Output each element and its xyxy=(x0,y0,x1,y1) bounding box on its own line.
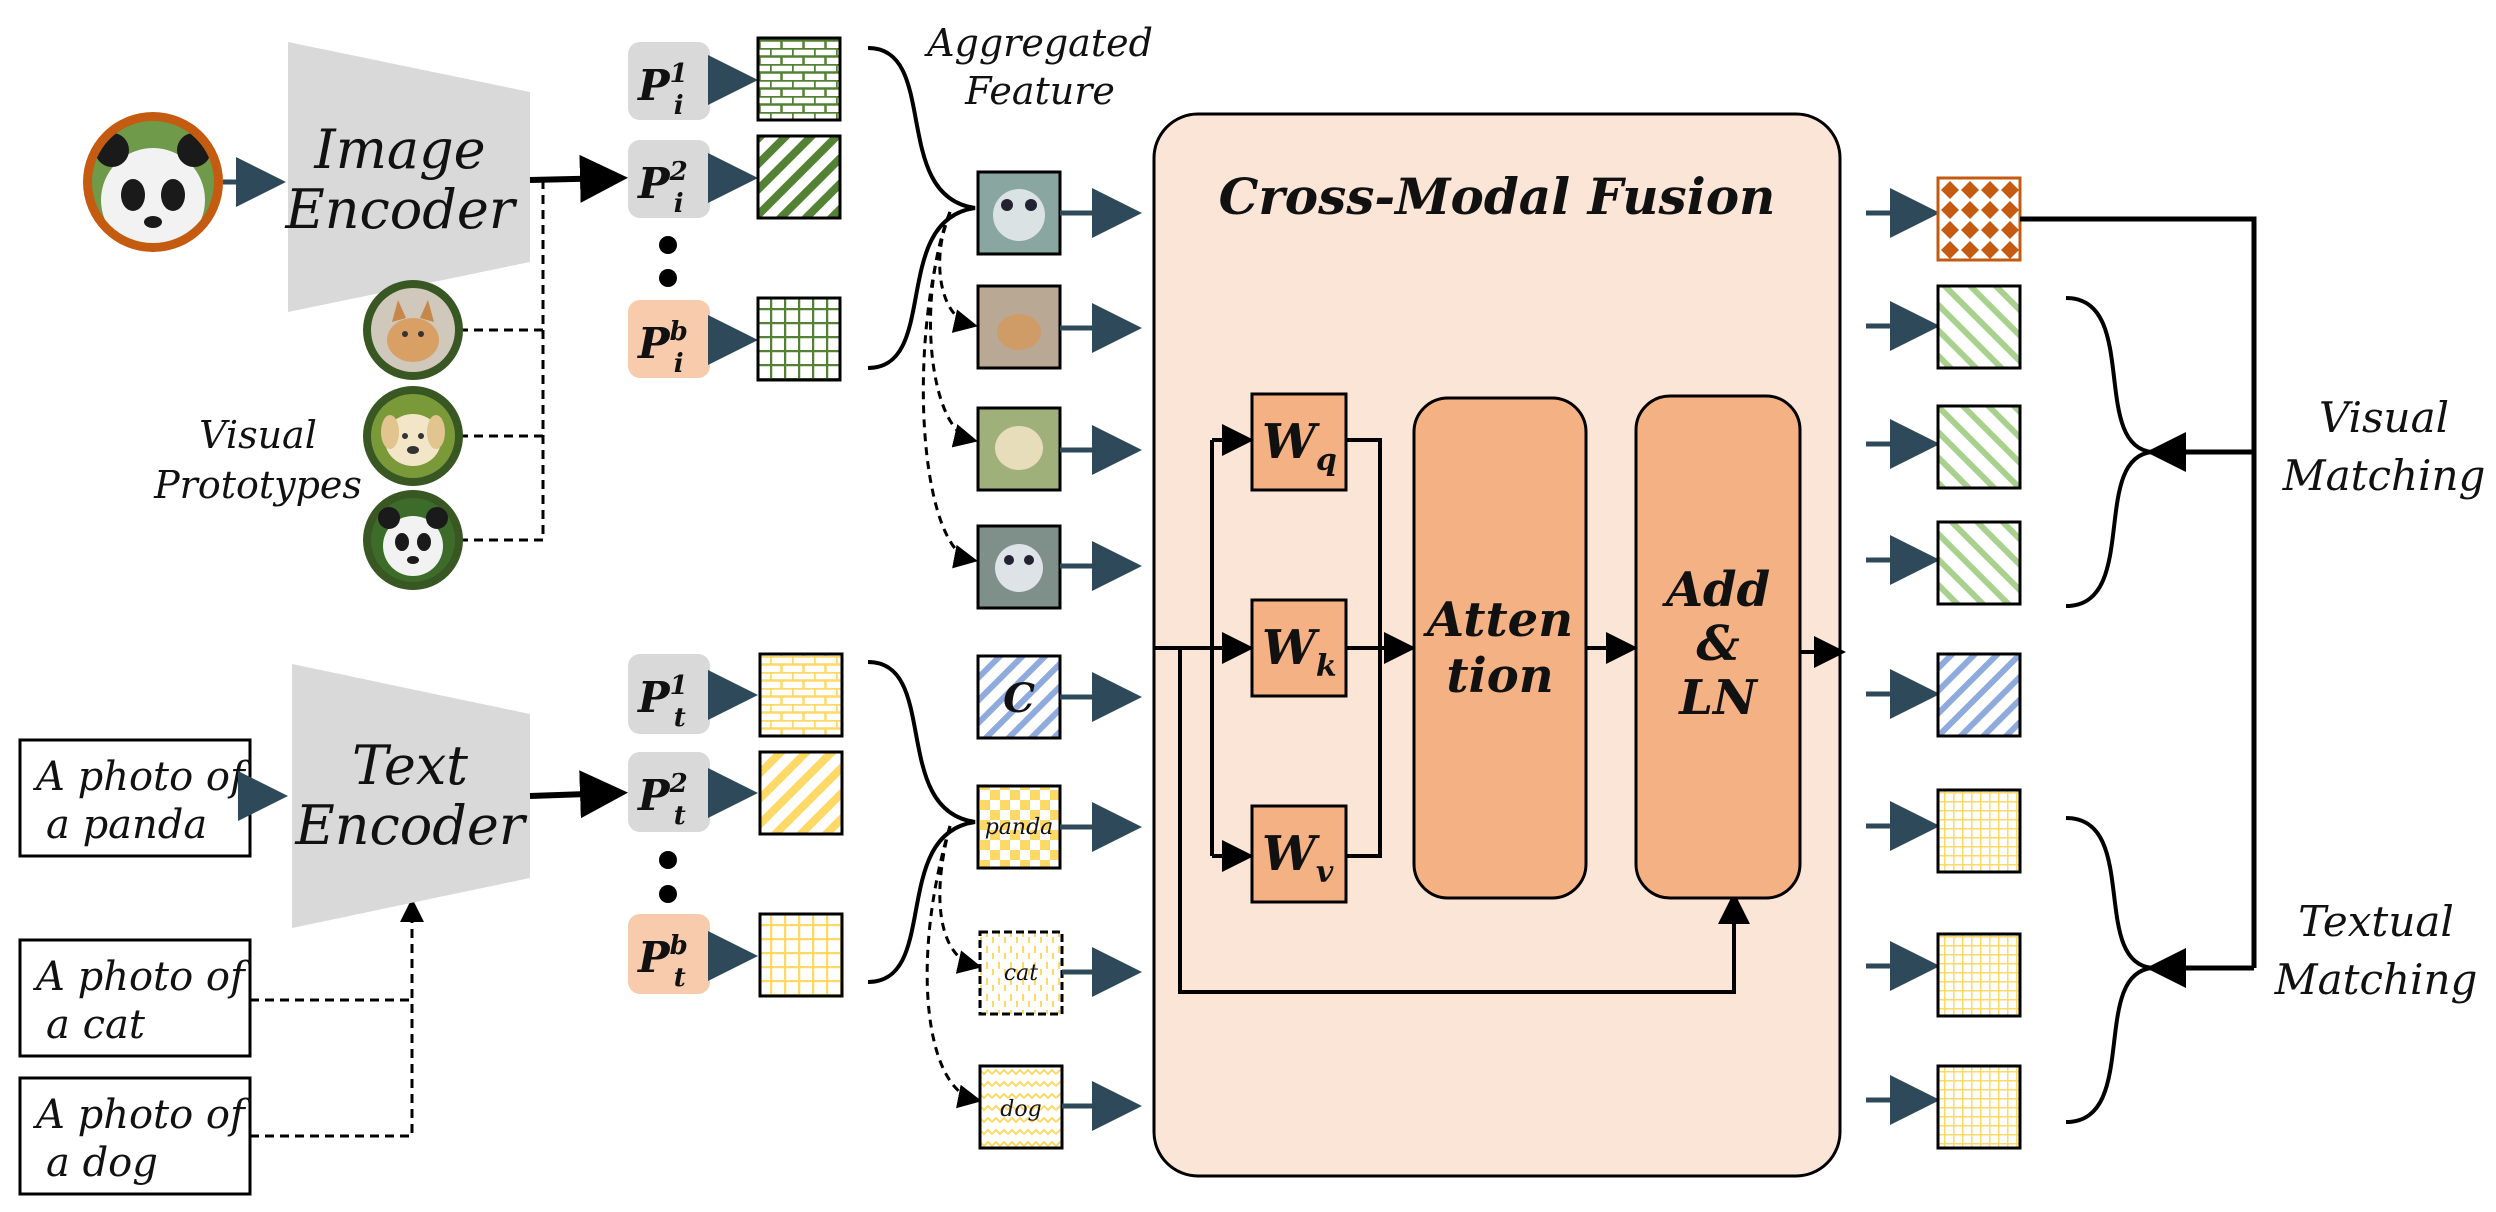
text-input-panda: A photo of a panda xyxy=(18,738,252,858)
aggregated-panda2-feature xyxy=(976,524,1062,610)
svg-text:Cross-Modal Fusion: Cross-Modal Fusion xyxy=(1219,167,1776,226)
svg-text:P2t: P2t xyxy=(637,769,688,831)
text-encoder-output-arrow xyxy=(529,770,628,819)
svg-text:Pbt: Pbt xyxy=(637,931,688,993)
svg-text:A photo of: A photo of xyxy=(32,1092,251,1138)
fusion-connections xyxy=(1154,424,1846,994)
add-ln-block: Add & LN xyxy=(1634,394,1802,900)
svg-text:LN: LN xyxy=(1677,670,1759,726)
aggregated-visual-arrows xyxy=(1060,188,1142,591)
svg-text:Wv: Wv xyxy=(1262,826,1334,890)
svg-text:P1t: P1t xyxy=(637,671,688,733)
image-prompt-features xyxy=(756,36,842,382)
text-aggregation-brace xyxy=(867,660,976,984)
image-aggregation-dashed-arrows xyxy=(921,211,978,569)
textual-matching-brace xyxy=(2065,816,2153,1124)
svg-text:Atten: Atten xyxy=(1423,592,1573,648)
wv-block: Wv xyxy=(1250,804,1348,904)
wq-block: Wq xyxy=(1250,392,1348,492)
wk-block: Wk xyxy=(1250,598,1348,698)
svg-text:tion: tion xyxy=(1446,648,1553,704)
text-input-cat: A photo of a cat xyxy=(18,938,252,1058)
svg-text:Aggregated: Aggregated xyxy=(924,21,1153,65)
svg-text:Text: Text xyxy=(352,734,468,797)
image-encoder-output-arrow xyxy=(529,154,628,203)
svg-text:a cat: a cat xyxy=(46,1002,146,1048)
text-aggregation-dashed-arrows xyxy=(925,825,982,1109)
image-aggregation-brace xyxy=(867,46,976,370)
text-feature-cat: cat xyxy=(978,930,1064,1016)
text-encoder: Text Encoder xyxy=(292,664,530,928)
matching-connections xyxy=(2020,216,2257,988)
prototype-dashed-links xyxy=(460,178,560,542)
output-fused-visual-token xyxy=(1936,176,2022,262)
svg-text:panda: panda xyxy=(985,815,1054,840)
text-prompt-ellipsis xyxy=(659,851,677,903)
prototype-dog-image xyxy=(363,386,463,486)
image-prompt-arrows xyxy=(708,55,758,365)
class-token-feature: C xyxy=(976,654,1062,740)
prototype-cat-image xyxy=(363,280,463,380)
svg-text:Matching: Matching xyxy=(2282,451,2486,500)
text-prompt-features xyxy=(758,652,844,998)
svg-text:Encoder: Encoder xyxy=(294,794,527,857)
attention-block: Atten tion xyxy=(1412,396,1588,900)
text-input-dog: A photo of a dog xyxy=(18,1076,252,1196)
svg-text:Visual: Visual xyxy=(2319,393,2449,442)
svg-text:Add: Add xyxy=(1662,562,1770,618)
aggregated-feature-label: Aggregated Feature xyxy=(924,21,1153,113)
svg-text:Prototypes: Prototypes xyxy=(153,463,362,507)
visual-matching-label: Visual Matching xyxy=(2282,393,2486,500)
svg-text:Matching: Matching xyxy=(2274,955,2478,1004)
output-arrows xyxy=(1866,188,1940,1125)
aggregated-dog-feature xyxy=(976,406,1062,492)
svg-text:Wk: Wk xyxy=(1262,620,1337,684)
svg-text:Wq: Wq xyxy=(1262,414,1337,478)
output-visual-prototype-features xyxy=(1936,284,2022,606)
panda-image xyxy=(83,112,223,252)
svg-text:P1i: P1i xyxy=(637,59,688,121)
svg-text:dog: dog xyxy=(1000,1097,1041,1122)
svg-text:a panda: a panda xyxy=(46,802,207,848)
svg-text:Pbi: Pbi xyxy=(637,317,688,379)
aggregated-cat-feature xyxy=(976,284,1062,370)
svg-text:Visual: Visual xyxy=(199,413,317,457)
visual-prototypes-label: Visual Prototypes xyxy=(153,413,362,507)
output-class-token xyxy=(1936,652,2022,738)
image-encoder: Image Encoder xyxy=(284,42,530,312)
text-input-dashed-links xyxy=(250,898,424,1138)
visual-matching-brace xyxy=(2065,296,2153,608)
text-prompt-arrows xyxy=(708,670,758,981)
svg-text:a dog: a dog xyxy=(46,1140,158,1186)
svg-text:A photo of: A photo of xyxy=(32,754,251,800)
svg-text:P2i: P2i xyxy=(637,157,688,219)
aggregated-panda-feature xyxy=(976,170,1062,256)
svg-text:Encoder: Encoder xyxy=(284,178,517,241)
svg-text:Textual: Textual xyxy=(2298,897,2454,946)
textual-matching-label: Textual Matching xyxy=(2274,897,2478,1004)
text-feature-dog: dog xyxy=(978,1064,1064,1150)
image-prompt-ellipsis xyxy=(659,236,677,287)
text-feature-panda: panda xyxy=(976,784,1062,870)
svg-text:A photo of: A photo of xyxy=(32,954,251,1000)
svg-text:C: C xyxy=(1003,675,1035,722)
prototype-panda-image xyxy=(363,490,463,590)
svg-text:Feature: Feature xyxy=(964,69,1115,113)
output-textual-features xyxy=(1936,788,2022,1150)
svg-text:&: & xyxy=(1696,616,1739,672)
svg-text:Image: Image xyxy=(313,118,485,181)
text-feature-arrows xyxy=(1060,672,1142,1131)
svg-text:cat: cat xyxy=(1004,961,1038,986)
